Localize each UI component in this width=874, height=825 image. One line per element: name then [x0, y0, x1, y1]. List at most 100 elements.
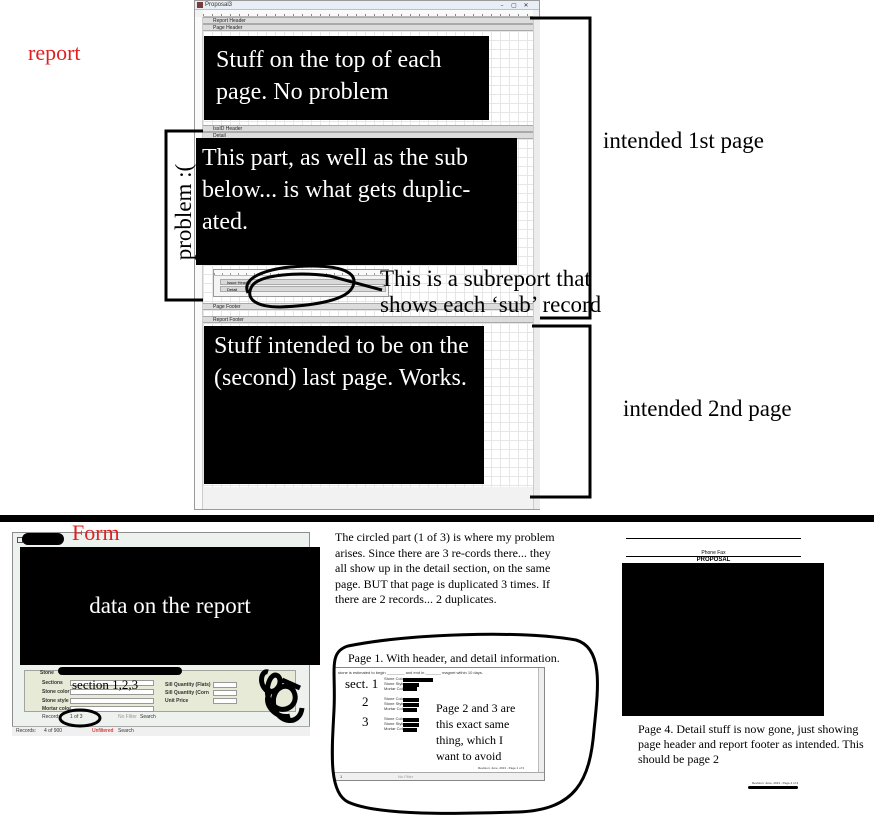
page-header-bar[interactable]: Page Header [203, 24, 533, 31]
value-redaction-2a [403, 698, 419, 702]
outer-search-field[interactable]: Search [118, 728, 134, 734]
section-divider [0, 515, 874, 522]
row-1-stone-color: Stone Color [384, 676, 406, 681]
subreport-circle [245, 264, 383, 309]
subreport-note: This is a subreport that shows each ‘sub… [380, 266, 680, 318]
form-title-redaction [22, 533, 64, 545]
record-circle [58, 708, 102, 728]
row-2-mortar-color: Mortar Color [384, 706, 407, 711]
report-footer-bar[interactable]: Report Footer [203, 316, 533, 323]
preview-top-text: stone is estimated to begin ________ and… [338, 670, 483, 675]
row-2-stone-style: Stone Style [384, 701, 405, 706]
report-icon [197, 2, 203, 8]
problem-label: problem :( [171, 163, 196, 261]
subreport-note-line2: shows each ‘sub’ record [380, 292, 602, 317]
value-redaction-1a [403, 678, 433, 682]
unit-price-label: Unit Price [165, 698, 189, 704]
sect-2-label: 2 [362, 694, 369, 709]
preview-nav-filter[interactable]: No Filter [398, 774, 414, 779]
preview-footer-text: Revision: June, 2013 - Page 1 of 3 [478, 766, 525, 770]
subreport-note-line1: This is a subreport that [380, 266, 591, 291]
report-header-bar[interactable]: Report Header [203, 17, 533, 24]
preview-outline-circle [330, 632, 599, 815]
row-1-stone-style: Stone Style [384, 681, 405, 686]
stone-panel [24, 670, 296, 712]
page-footer-bar[interactable]: Page Footer [203, 303, 533, 310]
preview-scrollbar[interactable] [538, 668, 544, 772]
sill-flats-input[interactable] [213, 682, 237, 688]
row-3-mortar-color: Mortar Color [384, 726, 407, 731]
row-block-3: Stone Color Stone Style Mortar Color [384, 716, 414, 731]
row-2-stone-color: Stone Color [384, 696, 406, 701]
outer-record-position[interactable]: 4 of 900 [44, 728, 63, 734]
group-header-bar[interactable]: IssID Header [203, 125, 533, 132]
sect-1-label: sect. 1 [345, 676, 379, 691]
outer-nav-bar [12, 726, 310, 736]
value-redaction-1c [403, 687, 417, 691]
intended-first-label: intended 1st page [603, 128, 764, 153]
report-label: report [28, 40, 81, 65]
problem-bracket [164, 129, 203, 302]
page4-footer-underline [748, 786, 798, 789]
field-mortar-color-label: Mortar color [42, 706, 72, 712]
stone-style-select[interactable] [70, 698, 154, 704]
sill-corners-input[interactable] [213, 690, 237, 696]
minimize-button[interactable]: – [500, 2, 504, 9]
stone-color-select[interactable] [70, 689, 154, 695]
preview-nav-bar [334, 772, 544, 780]
page4-footer-text: Revision: June, 2013 - Page 4 of 4 [752, 781, 799, 785]
sections-input[interactable] [70, 680, 154, 686]
value-redaction-3a [403, 718, 419, 722]
preview-note: Page 2 and 3 are this exact same thing, … [436, 701, 516, 763]
scribble-redaction [259, 669, 305, 723]
form-annotation-drawings [58, 669, 305, 728]
detail-redaction: This part, as well as the sub below... i… [196, 138, 517, 265]
outer-record-label: Records: [16, 728, 37, 734]
subreport-header-bar: Issue Header [220, 279, 386, 285]
maximize-button[interactable]: ▢ [511, 2, 517, 9]
page4-redaction [622, 563, 824, 716]
sill-flats-label: Sill Quantity (Flats) [165, 682, 211, 688]
value-redaction-3c [403, 728, 417, 732]
outer-filter-button[interactable]: Unfiltered [92, 728, 114, 734]
row-1-mortar-color: Mortar Color [384, 686, 407, 691]
close-button[interactable]: ✕ [523, 2, 529, 9]
page4-phone-fax: Phone Fax [701, 550, 726, 556]
value-redaction-1b [403, 683, 419, 687]
field-stone-style-label: Stone style [42, 698, 69, 704]
stone-section-label: Stone [40, 670, 54, 676]
preview-nav-page[interactable]: 1 [340, 774, 343, 779]
page-footer-section [203, 310, 533, 316]
stone-title-redaction [58, 667, 182, 675]
page4-top-rule [626, 538, 801, 539]
sections-note: section 1,2,3 [72, 677, 139, 692]
window-title: Proposal3 [205, 2, 233, 8]
inner-search-field[interactable]: Search [140, 714, 156, 720]
problem-label-wrap: problem :( [170, 133, 198, 293]
sect-3-label: 3 [362, 714, 369, 729]
row-3-stone-style: Stone Style [384, 721, 405, 726]
sill-corners-label: Sill Quantity (Corn [165, 690, 209, 696]
inner-record-label: Record: [42, 714, 60, 720]
vertical-scrollbar[interactable] [533, 17, 540, 509]
field-sections-label: Sections [42, 680, 63, 686]
second-page-bracket [530, 324, 592, 499]
form-label: Form [72, 520, 120, 545]
annotation-drawings [164, 16, 592, 499]
first-page-bracket [530, 16, 592, 320]
page4-rule-2 [626, 556, 801, 557]
form-redaction: data on the report [20, 547, 320, 665]
print-preview-window: stone is estimated to begin ________ and… [333, 667, 545, 781]
page-header-redaction: Stuff on the top of each page. No proble… [204, 36, 489, 120]
mortar-color-select[interactable] [70, 706, 154, 712]
inner-filter-button[interactable]: No Filter [118, 714, 137, 720]
value-redaction-2c [403, 708, 417, 712]
intended-second-label: intended 2nd page [623, 396, 792, 421]
footer-redaction: Stuff intended to be on the (second) las… [204, 326, 484, 484]
value-redaction-2b [403, 703, 419, 707]
row-block-1: Stone Color Stone Style Mortar Color [384, 676, 414, 691]
unit-price-input[interactable] [213, 698, 237, 704]
inner-record-position[interactable]: 1 of 3 [70, 714, 83, 720]
page4-caption: Page 4. Detail stuff is now gone, just s… [638, 722, 864, 766]
row-3-stone-color: Stone Color [384, 716, 406, 721]
